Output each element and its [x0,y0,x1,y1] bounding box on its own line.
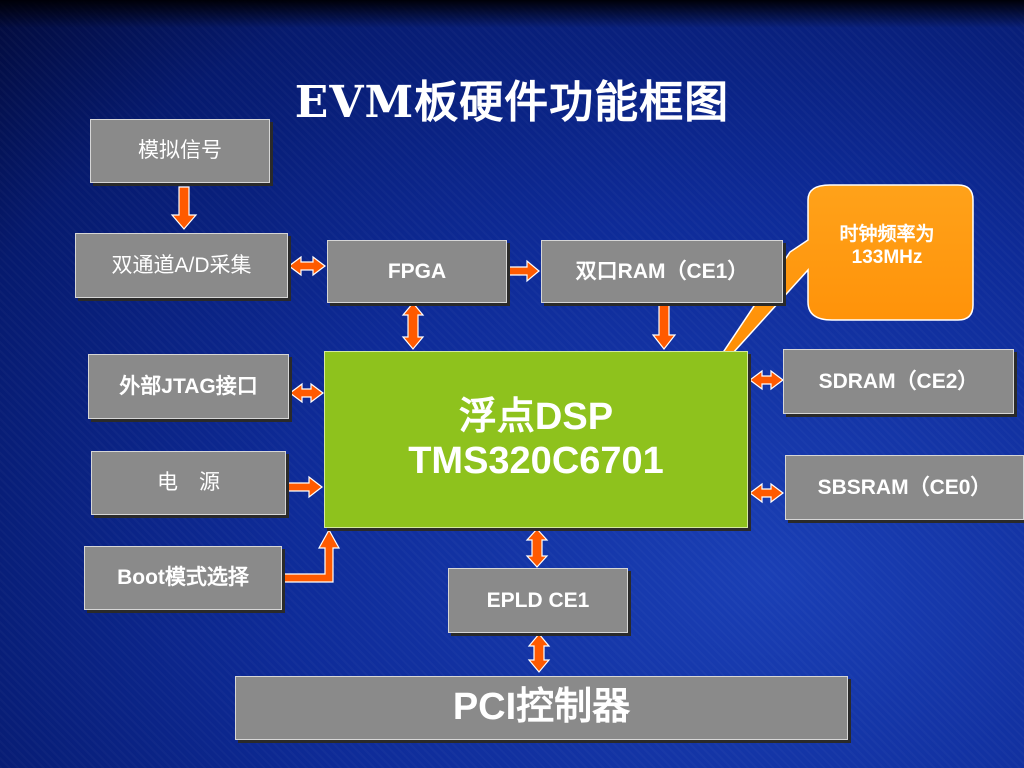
slide-title: EVM板硬件功能框图 [294,77,730,128]
arrow-boot-dsp [282,528,341,583]
top-dark-band [0,0,1024,28]
clock-callout-text: 时钟频率为 133MHz [812,224,962,270]
power-block: 电 源 [91,451,286,515]
pci-controller-block: PCI控制器 [235,676,848,740]
arrow-ram-dsp [651,304,677,350]
arrow-power-dsp [287,475,323,499]
arrow-jtag-dsp [289,382,324,404]
arrow-dsp-sbsram [749,482,784,504]
jtag-interface-block: 外部JTAG接口 [88,354,289,419]
arrow-analog-to-ad [170,186,198,230]
ad-capture-block: 双通道A/D采集 [75,233,288,298]
arrow-dsp-sdram [749,369,784,391]
analog-signal-block: 模拟信号 [90,119,270,183]
sbsram-block: SBSRAM（CE0） [785,455,1024,520]
dsp-block: 浮点DSP TMS320C6701 [324,351,748,528]
arrow-fpga-dsp [401,302,425,350]
dual-port-ram-block: 双口RAM（CE1） [541,240,783,303]
arrow-fpga-ram [506,259,540,283]
boot-mode-select-block: Boot模式选择 [84,546,282,610]
arrow-dsp-epld [525,528,549,568]
clock-callout-line1: 时钟频率为 [839,224,935,245]
clock-callout-line2: 133MHz [851,246,923,268]
arrow-ad-fpga [288,255,326,277]
arrow-epld-pci [527,633,551,673]
sdram-block: SDRAM（CE2） [783,349,1014,414]
dsp-model: TMS320C6701 [408,439,664,482]
dsp-title: 浮点DSP [458,395,614,438]
epld-block: EPLD CE1 [448,568,628,633]
clock-callout [693,184,974,397]
fpga-block: FPGA [327,240,507,303]
